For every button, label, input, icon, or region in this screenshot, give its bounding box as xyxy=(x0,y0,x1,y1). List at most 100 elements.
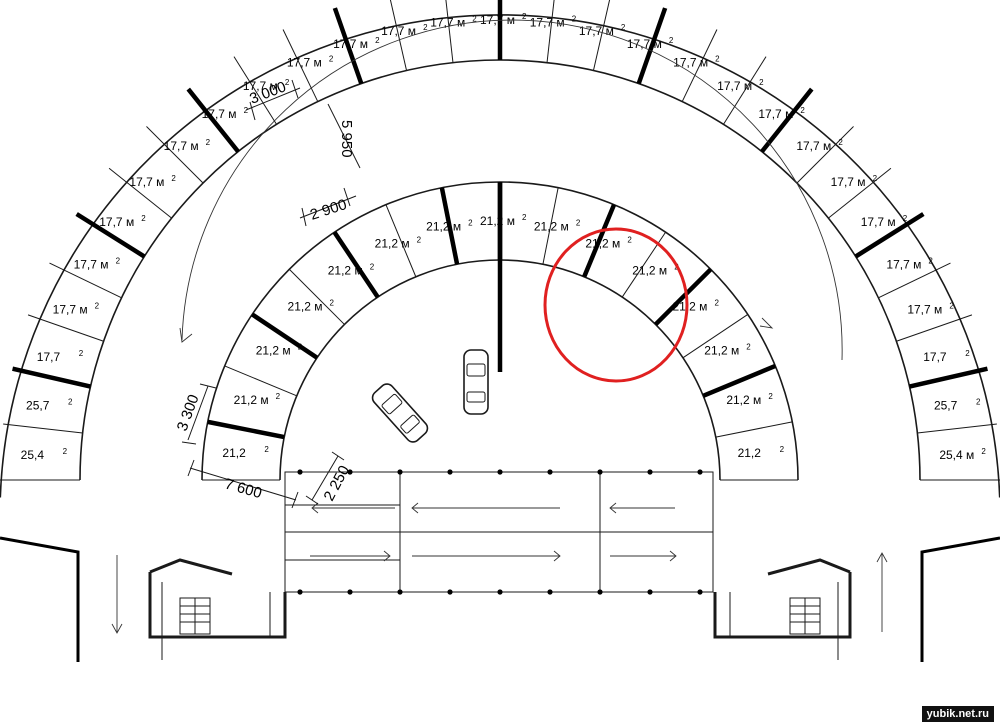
svg-text:2: 2 xyxy=(873,174,878,183)
central-ramp xyxy=(284,469,714,595)
ramp-dot xyxy=(347,589,353,595)
ramp-dot xyxy=(697,469,703,475)
outer-space-divider xyxy=(12,366,92,389)
turning-car-icon xyxy=(371,383,429,443)
outer-space-divider xyxy=(332,7,364,85)
svg-text:2: 2 xyxy=(627,235,632,244)
outer-space-divider xyxy=(878,262,951,299)
ramp-dot xyxy=(347,469,353,475)
svg-text:21,2 м: 21,2 м xyxy=(726,393,761,407)
svg-text:17,7 м: 17,7 м xyxy=(202,107,237,121)
svg-text:2: 2 xyxy=(276,392,281,401)
left-stair-room xyxy=(148,558,287,660)
svg-text:17,7: 17,7 xyxy=(923,350,947,364)
svg-text:2: 2 xyxy=(928,257,933,266)
svg-text:17,7 м: 17,7 м xyxy=(129,175,164,189)
svg-text:25,4: 25,4 xyxy=(21,448,45,462)
svg-text:2: 2 xyxy=(800,106,805,115)
ramp-right-arrows xyxy=(310,550,677,562)
svg-text:2: 2 xyxy=(621,23,626,32)
svg-text:2: 2 xyxy=(375,36,380,45)
outer-space-divider xyxy=(796,126,854,184)
ramp-dot xyxy=(697,589,703,595)
ramp-dot xyxy=(447,469,453,475)
dimension-outer-depth: 5 950 xyxy=(327,103,361,169)
svg-text:2: 2 xyxy=(79,349,84,358)
svg-text:25,7: 25,7 xyxy=(26,399,50,413)
ramp-column-dots xyxy=(297,469,703,595)
svg-text:21,2 м: 21,2 м xyxy=(375,236,410,250)
svg-text:21,2 м: 21,2 м xyxy=(234,393,269,407)
svg-text:17,7 м: 17,7 м xyxy=(796,139,831,153)
dimension-gap: 2 250 xyxy=(305,451,354,505)
svg-text:17,7 м: 17,7 м xyxy=(530,16,565,30)
svg-text:17,7 м: 17,7 м xyxy=(831,175,866,189)
inner-space-divider xyxy=(207,419,285,440)
svg-text:2: 2 xyxy=(244,106,249,115)
svg-text:25,4 м: 25,4 м xyxy=(939,448,974,462)
right-wall xyxy=(876,536,1000,662)
svg-text:2: 2 xyxy=(715,55,720,64)
svg-text:17,7 м: 17,7 м xyxy=(673,56,708,70)
svg-text:2: 2 xyxy=(746,343,751,352)
svg-text:2: 2 xyxy=(759,78,764,87)
outer-space-divider xyxy=(636,7,668,85)
svg-text:2: 2 xyxy=(285,78,290,87)
svg-text:2: 2 xyxy=(949,302,954,311)
svg-text:17,7 м: 17,7 м xyxy=(758,107,793,121)
inner-space-divider xyxy=(332,230,380,299)
svg-text:2: 2 xyxy=(714,299,719,308)
outer-space-label: 17,7 м 2 xyxy=(129,174,176,189)
svg-text:21,2 м: 21,2 м xyxy=(328,263,363,277)
outer-space-divider xyxy=(760,87,814,154)
svg-text:2: 2 xyxy=(141,214,146,223)
svg-text:2 900: 2 900 xyxy=(308,196,349,224)
svg-text:2: 2 xyxy=(780,445,785,454)
outer-space-divider xyxy=(592,0,611,71)
right-stair-room xyxy=(713,558,852,660)
svg-text:21,2 м: 21,2 м xyxy=(632,263,667,277)
svg-text:2 250: 2 250 xyxy=(321,463,354,504)
inner-space-label: 21,2 м 2 xyxy=(375,235,422,250)
svg-text:21,2: 21,2 xyxy=(738,446,762,460)
svg-text:2: 2 xyxy=(417,235,422,244)
ramp-dot xyxy=(297,589,303,595)
space-dividers xyxy=(0,0,1000,481)
outer-space-divider xyxy=(3,423,83,434)
outer-space-divider xyxy=(854,212,925,259)
svg-text:2: 2 xyxy=(264,445,269,454)
svg-text:17,7 м: 17,7 м xyxy=(333,37,368,51)
outer-space-label: 17,7 м 2 xyxy=(333,36,380,51)
outer-space-divider xyxy=(908,366,988,389)
svg-text:2: 2 xyxy=(576,219,581,228)
svg-text:2: 2 xyxy=(522,12,527,21)
svg-text:2: 2 xyxy=(298,343,303,352)
outer-space-label: 17,7 м 2 xyxy=(758,106,805,121)
svg-text:2: 2 xyxy=(206,138,211,147)
inner-space-divider xyxy=(715,421,793,438)
svg-text:2: 2 xyxy=(171,174,176,183)
svg-text:21,2 м: 21,2 м xyxy=(704,344,739,358)
svg-text:2: 2 xyxy=(669,36,674,45)
ramp-dot xyxy=(647,589,653,595)
svg-text:2: 2 xyxy=(370,262,375,271)
outer-space-label: 17,7 м 2 xyxy=(673,55,720,70)
svg-text:17,7 м: 17,7 м xyxy=(53,303,88,317)
inner-space-divider xyxy=(653,267,713,327)
svg-text:2: 2 xyxy=(976,398,981,407)
inner-space-label: 21,2 м 2 xyxy=(234,392,281,407)
